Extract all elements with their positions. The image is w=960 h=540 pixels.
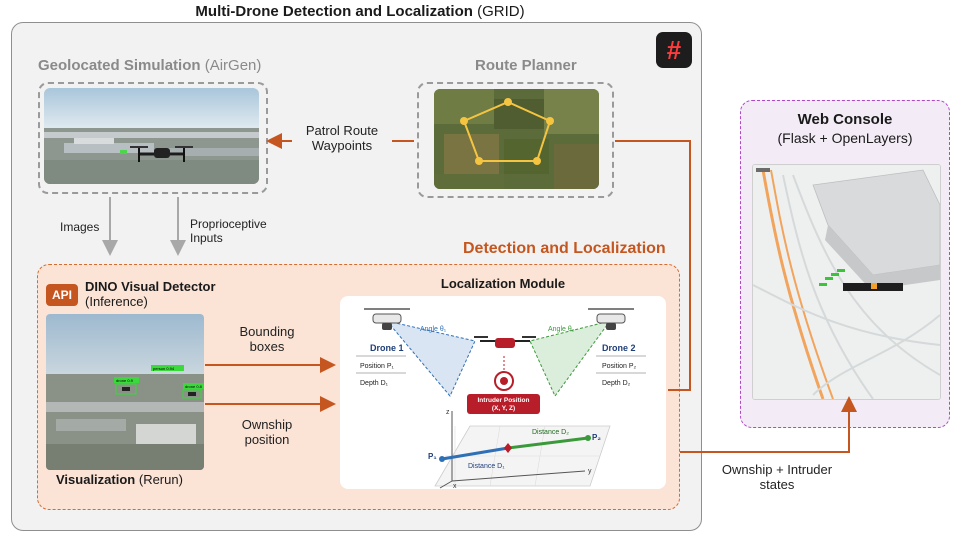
axis-y-label: y: [588, 468, 592, 475]
intruder-line2: (X, Y, Z): [492, 405, 515, 412]
visualization-paren: (Rerun): [138, 472, 183, 487]
states-arrow: [680, 396, 857, 453]
route-planner-heading: Route Planner: [475, 57, 577, 74]
states-line1: Ownship + Intruder: [721, 462, 833, 477]
diagram-title: Multi-Drone Detection and Localization (…: [0, 3, 720, 20]
web-console-name: Web Console: [797, 111, 893, 128]
bounding-line1: Bounding: [239, 324, 295, 339]
simulation-paren: (AirGen): [204, 57, 262, 74]
patrol-line2: Waypoints: [311, 138, 373, 153]
drone1-depth: Depth D₁: [360, 380, 389, 387]
route-planner-map: [434, 89, 599, 189]
target-icon: [494, 371, 514, 391]
x-axis: [439, 480, 453, 489]
images-label: Images: [60, 220, 100, 234]
drone2-angle: Angle θ₂: [548, 326, 575, 333]
patrol-line1: Patrol Route: [305, 123, 379, 138]
localization-title: Localization Module: [440, 276, 566, 291]
distance2-line: [507, 436, 589, 450]
grid-logo-icon: #: [656, 32, 692, 68]
ownship-line1: Ownship: [241, 417, 293, 432]
intruder-position-box: [467, 394, 540, 414]
drone2-icon: [588, 308, 634, 330]
title-paren: (GRID): [477, 3, 525, 20]
patrol-route-label: Patrol Route Waypoints: [297, 123, 387, 153]
bounding-line2: boxes: [249, 339, 285, 354]
dino-heading: DINO Visual Detector (Inference): [85, 279, 216, 309]
point-p1: P₁: [428, 452, 437, 461]
visualization-label: Visualization (Rerun): [56, 472, 183, 487]
simulation-name: Geolocated Simulation: [38, 57, 201, 74]
drone2-view-cone: [529, 320, 612, 397]
map-view-icon: [753, 165, 940, 399]
drone1-name: Drone 1: [370, 343, 404, 353]
route-map-icon: [434, 89, 599, 189]
drone1-angle: Angle θ₁: [420, 326, 447, 333]
bounding-boxes-label: Bounding boxes: [222, 324, 312, 354]
proprioceptive-line1: Proprioceptive: [190, 217, 267, 231]
proprioceptive-label: Proprioceptive Inputs: [190, 217, 267, 245]
visualization-name: Visualization: [56, 472, 136, 487]
simulation-image: [44, 88, 259, 184]
simulation-scene-icon: [44, 88, 259, 184]
web-console-map: [752, 164, 941, 400]
drone1-position: Position P₁: [360, 363, 395, 370]
detector-box-1-label: person 0.94: [153, 366, 175, 371]
api-badge: API: [46, 284, 78, 306]
ownship-position-label: Ownship position: [222, 417, 312, 447]
states-label: Ownship + Intruder states: [712, 462, 842, 492]
route-planner-box: [417, 82, 614, 198]
localization-card: Intruder Position (X, Y, Z) Drone 1 Posi…: [340, 296, 666, 490]
intruder-ground-marker: [504, 443, 512, 453]
y-axis: [451, 470, 586, 482]
detection-section-heading: Detection and Localization: [463, 240, 666, 257]
intruder-line1: Intruder Position: [478, 397, 530, 404]
states-line2: states: [759, 477, 795, 492]
drone1-view-cone: [385, 320, 476, 397]
web-console-sub: (Flask + OpenLayers): [777, 130, 913, 146]
proprioceptive-line2: Inputs: [190, 231, 223, 245]
detector-scene-icon: person 0.94 drone 0.9 drone 0.8: [46, 314, 204, 470]
detector-image: person 0.94 drone 0.9 drone 0.8: [46, 314, 204, 470]
simulation-heading: Geolocated Simulation (AirGen): [38, 57, 261, 74]
point-p2: P₂: [592, 433, 601, 442]
intruder-drone-icon: [474, 336, 536, 348]
axis-x-label: x: [453, 483, 457, 489]
drone2-depth: Depth D₂: [602, 380, 631, 387]
dino-sub: (Inference): [85, 294, 148, 309]
drone1-icon: [364, 308, 410, 330]
distance1-line: [441, 446, 509, 461]
detector-box-3-label: drone 0.8: [185, 384, 203, 389]
dino-name: DINO Visual Detector: [85, 279, 216, 294]
detector-box-2-label: drone 0.9: [116, 378, 134, 383]
ownship-line2: position: [244, 432, 290, 447]
drone2-name: Drone 2: [602, 343, 636, 353]
localization-diagram: Intruder Position (X, Y, Z) Drone 1 Posi…: [356, 308, 646, 490]
title-main: Multi-Drone Detection and Localization: [195, 3, 473, 20]
drone2-position: Position P₂: [602, 363, 637, 370]
web-console-heading: Web Console (Flask + OpenLayers): [740, 111, 950, 146]
route-to-web-line: [615, 140, 691, 391]
distance2-label: Distance D₂: [532, 429, 569, 436]
axis-z-label: z: [446, 409, 450, 416]
distance1-label: Distance D₁: [468, 463, 505, 470]
